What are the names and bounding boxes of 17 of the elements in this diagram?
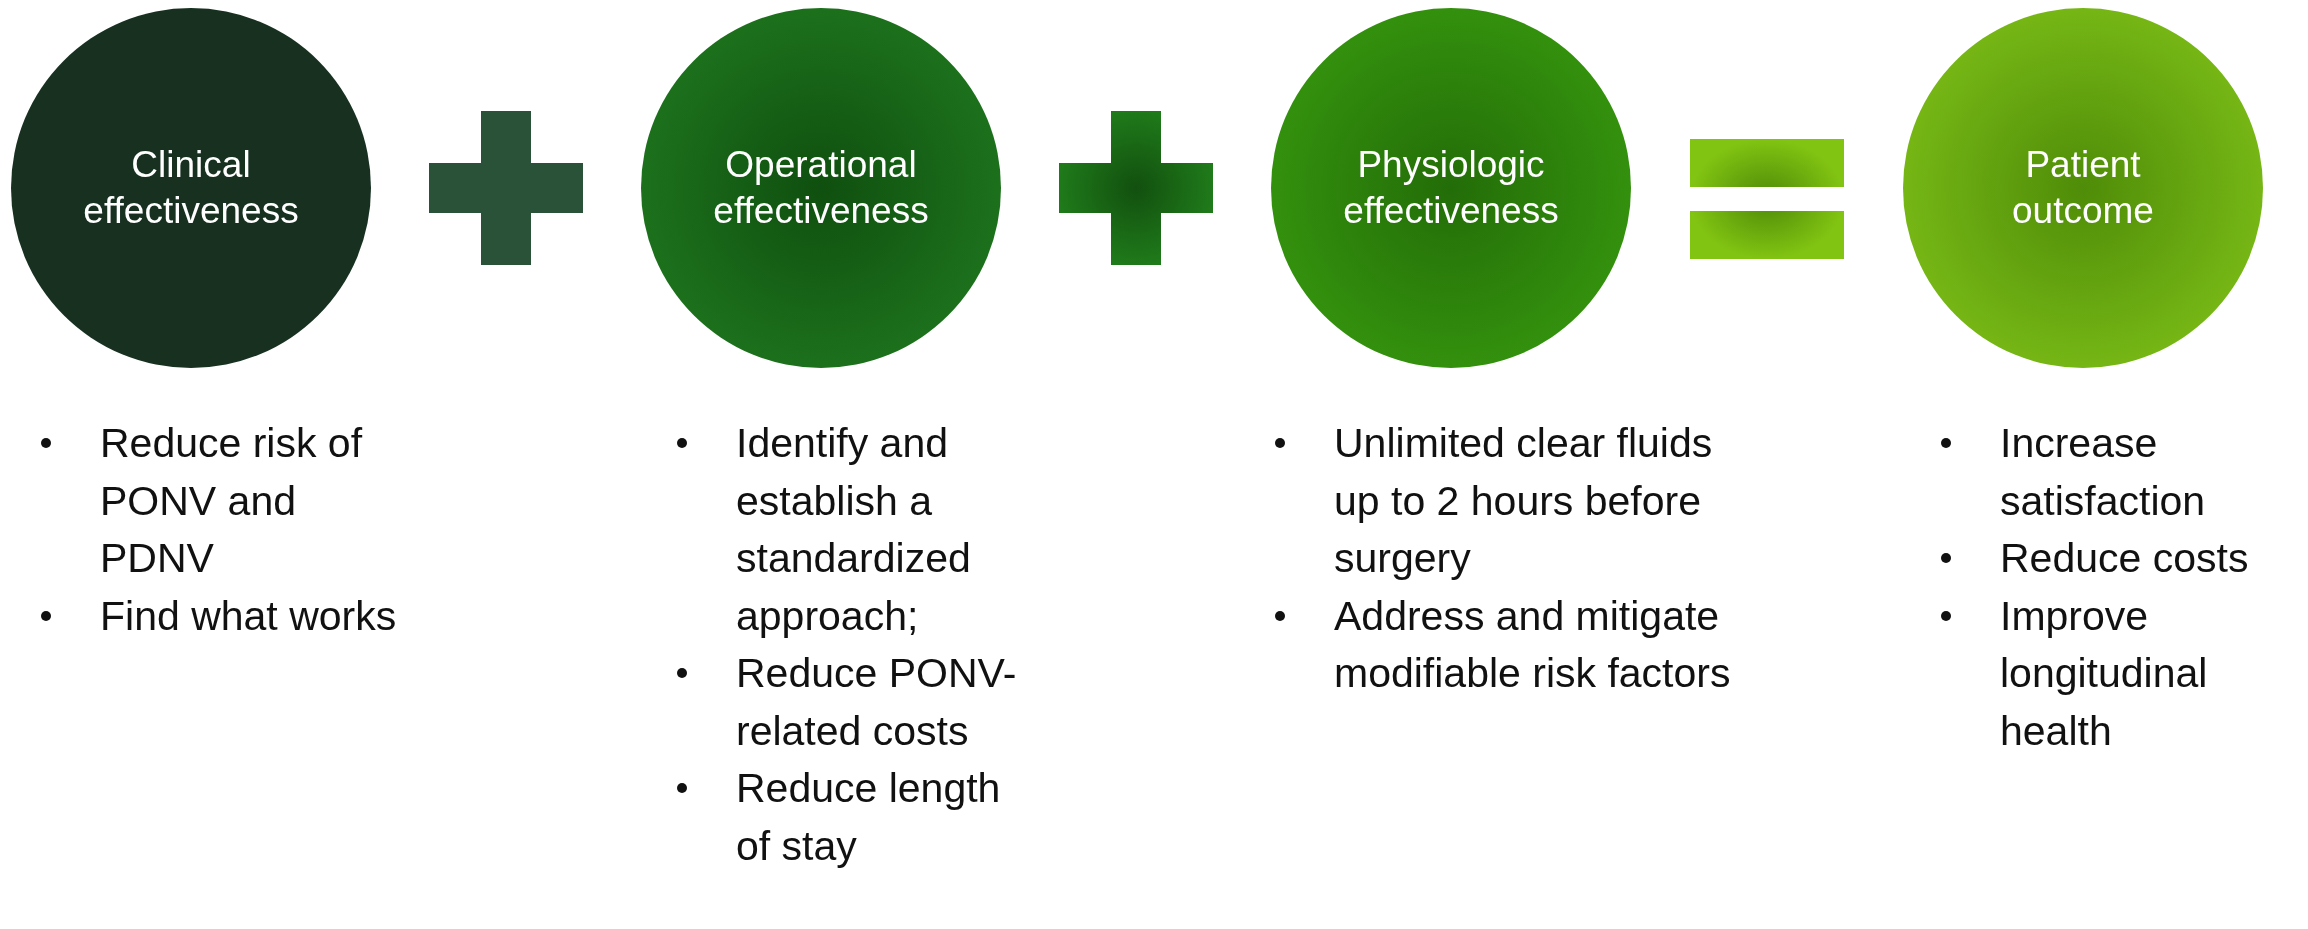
plus-icon [429, 111, 583, 265]
bullet-item: Address and mitigate modifiable risk factors [1334, 592, 1731, 696]
bullet-item: Find what works [100, 592, 397, 639]
bullet-item: Reduce risk of PONV and PDNV [100, 420, 363, 581]
bullet-item: Increase satisfaction [2000, 420, 2206, 524]
plus-icon [1059, 111, 1213, 265]
bullet-item: Identify and establish a standardized approach; [736, 420, 971, 639]
bullet-item: Reduce length of stay [736, 765, 1001, 869]
circle-label: Patient outcome [2011, 143, 2155, 233]
equals-icon [1690, 139, 1844, 259]
circle-label: Clinical effectiveness [82, 143, 300, 233]
bullet-item: Reduce PONV-related costs [736, 650, 1017, 754]
bullet-item: Improve longitudinal health [2000, 592, 2208, 754]
circle-label: Physiologic effectiveness [1342, 143, 1560, 233]
bullet-item: Reduce costs [2000, 535, 2249, 581]
bullet-item: Unlimited clear fluids up to 2 hours before surgery [1334, 420, 1713, 581]
circle-label: Operational effectiveness [712, 143, 930, 233]
